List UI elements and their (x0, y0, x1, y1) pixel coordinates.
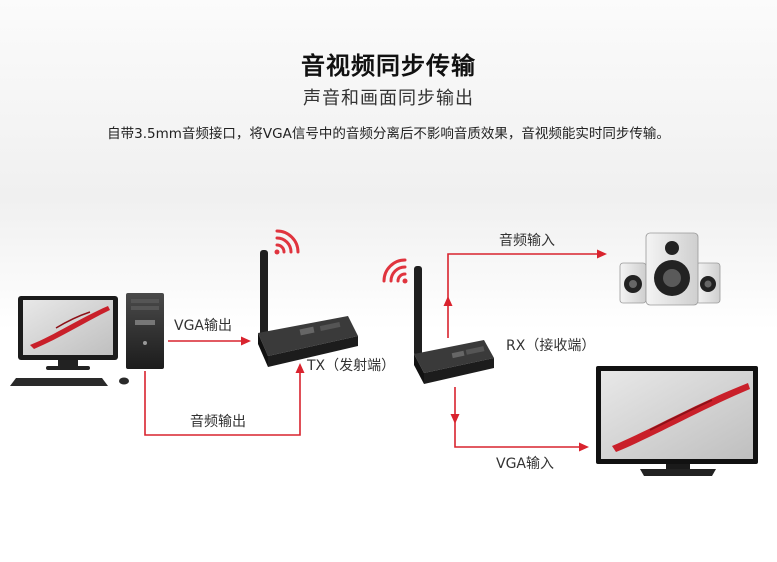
rx-label: RX（接收端） (506, 338, 596, 354)
vga-in-label: VGA输入 (496, 456, 555, 472)
wifi-signal-icon (382, 258, 408, 284)
page-subtitle: 声音和画面同步输出 (303, 88, 474, 109)
audio-out-label: 音频输出 (190, 414, 246, 430)
vga-out-label: VGA输出 (174, 318, 233, 334)
arrow-up-icon (443, 296, 453, 306)
vga-in-line (454, 387, 580, 448)
arrow-down-icon (450, 414, 460, 424)
connection-lines (144, 253, 598, 448)
rx-receiver-icon (414, 266, 494, 384)
wifi-signal-icon (274, 229, 300, 255)
page-title: 音视频同步传输 (301, 52, 476, 80)
tx-transmitter-icon (258, 250, 358, 367)
tv-icon (596, 366, 758, 476)
speakers-icon (619, 232, 721, 306)
tx-label: TX（发射端） (307, 358, 396, 374)
audio-out-line (144, 371, 301, 436)
computer-icon (10, 293, 164, 386)
arrow-up-icon (295, 363, 305, 373)
connection-arrows (241, 249, 607, 452)
arrow-right-icon (597, 249, 607, 259)
arrow-right-icon (241, 336, 251, 346)
arrow-right-icon (579, 442, 589, 452)
audio-in-label: 音频输入 (499, 233, 555, 249)
page-description: 自带3.5mm音频接口，将VGA信号中的音频分离后不影响音质效果，音视频能实时同… (107, 126, 670, 142)
audio-in-line (447, 253, 598, 338)
